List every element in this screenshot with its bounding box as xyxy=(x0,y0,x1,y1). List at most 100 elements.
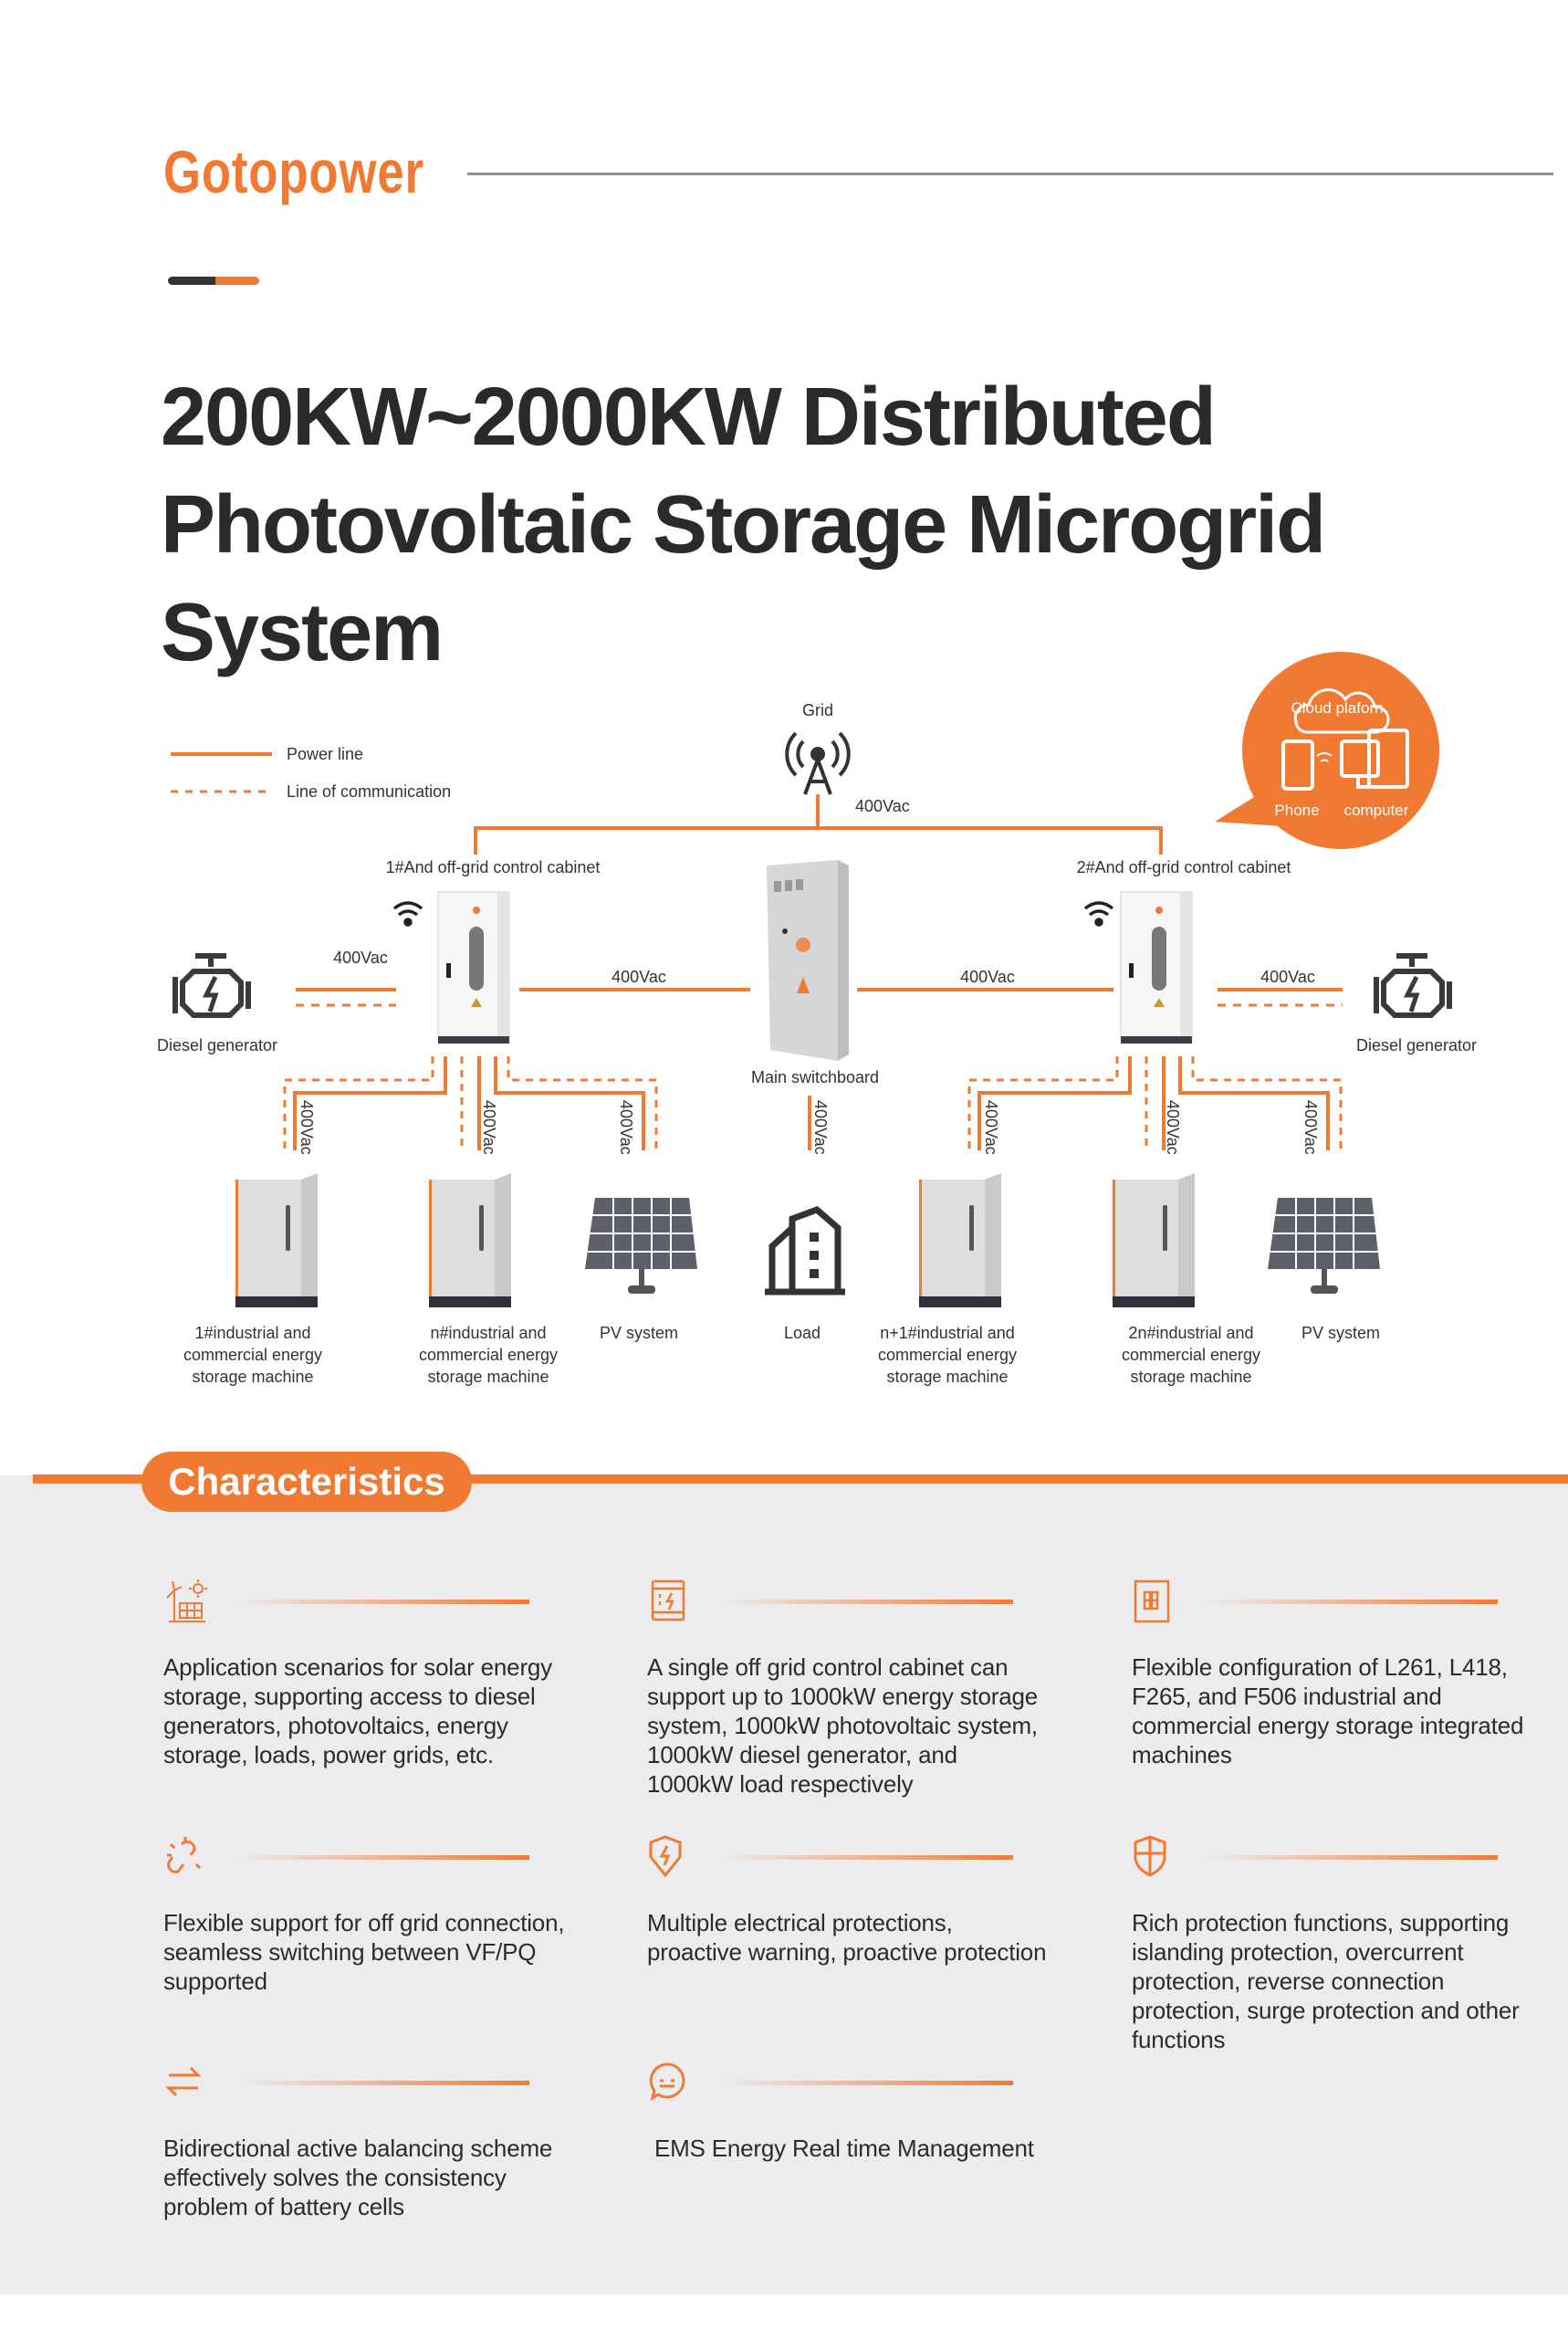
storage-machine-n-plus-1 xyxy=(919,1173,1001,1307)
node-label-storage-2n: 2n#industrial and commercial energy storag… xyxy=(1091,1322,1291,1388)
voltage-label: 400Vac xyxy=(612,968,666,986)
chat-bubble-icon xyxy=(649,2062,685,2102)
title-line: 200KW~2000KW Distributed xyxy=(161,372,1217,463)
wifi-icon xyxy=(1316,752,1333,762)
label-line: Load xyxy=(783,1324,821,1342)
label-line: n#industrial and xyxy=(430,1324,547,1342)
feature-divider xyxy=(1206,1600,1498,1604)
feature-divider xyxy=(721,1600,1013,1604)
storage-machine-2n xyxy=(1113,1173,1195,1307)
diesel-generator-left-label: Diesel generator xyxy=(157,1036,277,1054)
feature-text: Bidirectional active balancing scheme ef… xyxy=(163,2135,553,2220)
label-line: PV system xyxy=(1301,1324,1381,1342)
title-line: System xyxy=(161,587,444,678)
label-line: storage machine xyxy=(427,1368,549,1386)
control-cabinet-icon xyxy=(651,1579,685,1621)
feature-text: Flexible configuration of L261, L418, F2… xyxy=(1132,1653,1524,1768)
voltage-label: 400Vac xyxy=(1301,1100,1320,1155)
cabinet-1-label: 1#And off-grid control cabinet xyxy=(386,858,601,876)
grid-power-lines xyxy=(296,794,1343,991)
node-label-storage-n-plus-1: n+1#industrial and commercial energy stora… xyxy=(847,1322,1048,1388)
label-line: storage machine xyxy=(1130,1368,1252,1386)
grid-label: Grid xyxy=(802,701,833,719)
shield-lightning-icon xyxy=(649,1835,682,1878)
node-label-storage-n: n#industrial and commercial energy storage… xyxy=(388,1322,589,1388)
pv-panel-icon xyxy=(585,1198,697,1294)
shield-cross-icon xyxy=(1134,1835,1166,1877)
wifi-icon xyxy=(1083,901,1114,927)
label-line: commercial energy xyxy=(183,1346,323,1364)
characteristics-section xyxy=(0,1475,1568,2295)
diesel-generator-icon xyxy=(1374,953,1452,1018)
feature-text: Multiple electrical protections, proacti… xyxy=(647,1909,1047,1966)
feature-text: Flexible support for off grid connection… xyxy=(163,1909,565,1995)
node-label-storage-1: 1#industrial and commercial energy storage… xyxy=(152,1322,353,1388)
storage-machine-n xyxy=(429,1173,511,1307)
label-line: storage machine xyxy=(886,1368,1009,1386)
feature-text: EMS Energy Real time Management xyxy=(654,2135,1034,2162)
label-line: PV system xyxy=(599,1324,679,1342)
control-cabinet-2 xyxy=(1120,891,1193,1044)
feature-divider xyxy=(721,1855,1013,1860)
cloud-platform-label: Cloud plaforn xyxy=(1291,699,1383,717)
label-line: 2n#industrial and xyxy=(1128,1324,1254,1342)
feature-text: A single off grid control cabinet can su… xyxy=(647,1653,1039,1798)
node-label-pv-2: PV system xyxy=(1240,1322,1441,1344)
storage-machine-1 xyxy=(235,1173,318,1307)
solar-wind-icon xyxy=(166,1579,207,1622)
grid-voltage-label: 400Vac xyxy=(855,797,910,815)
computer-label: computer xyxy=(1344,802,1409,819)
battery-rack-icon xyxy=(1134,1579,1170,1623)
branch-power-lines xyxy=(293,1056,1330,1150)
voltage-label: 400Vac xyxy=(1260,968,1315,986)
diesel-generator-icon xyxy=(172,953,251,1018)
pv-panel-icon xyxy=(1268,1198,1380,1294)
label-line: commercial energy xyxy=(1121,1346,1261,1364)
feature-divider xyxy=(1206,1855,1498,1860)
feature-divider xyxy=(237,1600,529,1604)
section-divider xyxy=(33,1474,1568,1484)
legend-power-label: Power line xyxy=(287,745,363,763)
exchange-arrows-icon xyxy=(165,2066,202,2097)
voltage-label: 400Vac xyxy=(617,1100,635,1155)
feature-divider xyxy=(237,2081,529,2085)
voltage-label: 400Vac xyxy=(298,1100,316,1155)
page-title: 200KW~2000KW Distributed Photovoltaic St… xyxy=(161,363,1326,687)
cabinet-2-label: 2#And off-grid control cabinet xyxy=(1077,858,1291,876)
system-diagram: Power line Line of communication Grid 40… xyxy=(157,652,1477,1307)
wifi-icon xyxy=(392,901,423,927)
voltage-label: 400Vac xyxy=(811,1100,830,1155)
main-switchboard xyxy=(767,860,849,1061)
node-label-load: Load xyxy=(702,1322,903,1344)
computer-icon xyxy=(1340,740,1380,778)
label-line: commercial energy xyxy=(877,1346,1018,1364)
brand-logo: Gotopower xyxy=(163,138,424,205)
phone-icon xyxy=(1281,740,1314,791)
label-line: commercial energy xyxy=(418,1346,559,1364)
branch-communication-lines xyxy=(283,1056,1343,1150)
main-switchboard-label: Main switchboard xyxy=(751,1068,879,1086)
voltage-label: 400Vac xyxy=(1164,1100,1182,1155)
label-line: n+1#industrial and xyxy=(880,1324,1015,1342)
node-label-pv-1: PV system xyxy=(538,1322,739,1344)
voltage-label: 400Vac xyxy=(480,1100,498,1155)
phone-label: Phone xyxy=(1274,802,1319,819)
voltage-label: 400Vac xyxy=(960,968,1015,986)
header-divider xyxy=(467,173,1553,175)
accent-bar xyxy=(168,277,259,285)
voltage-label: 400Vac xyxy=(333,949,388,967)
diesel-generator-right-label: Diesel generator xyxy=(1356,1036,1477,1054)
load-building-icon xyxy=(765,1205,845,1296)
label-line: 1#industrial and xyxy=(194,1324,311,1342)
feature-divider xyxy=(721,2081,1013,2085)
legend-communication-label: Line of communication xyxy=(287,782,451,801)
control-cabinet-1 xyxy=(437,891,510,1044)
feature-divider xyxy=(237,1855,529,1860)
grid-tower-icon xyxy=(785,731,851,795)
characteristics-heading: Characteristics xyxy=(141,1452,472,1512)
feature-text: Application scenarios for solar energy s… xyxy=(163,1653,552,1768)
title-line: Photovoltaic Storage Microgrid xyxy=(161,479,1326,571)
feature-text: Rich protection functions, supporting is… xyxy=(1132,1909,1520,2053)
label-line: storage machine xyxy=(192,1368,314,1386)
voltage-label: 400Vac xyxy=(982,1100,1000,1155)
